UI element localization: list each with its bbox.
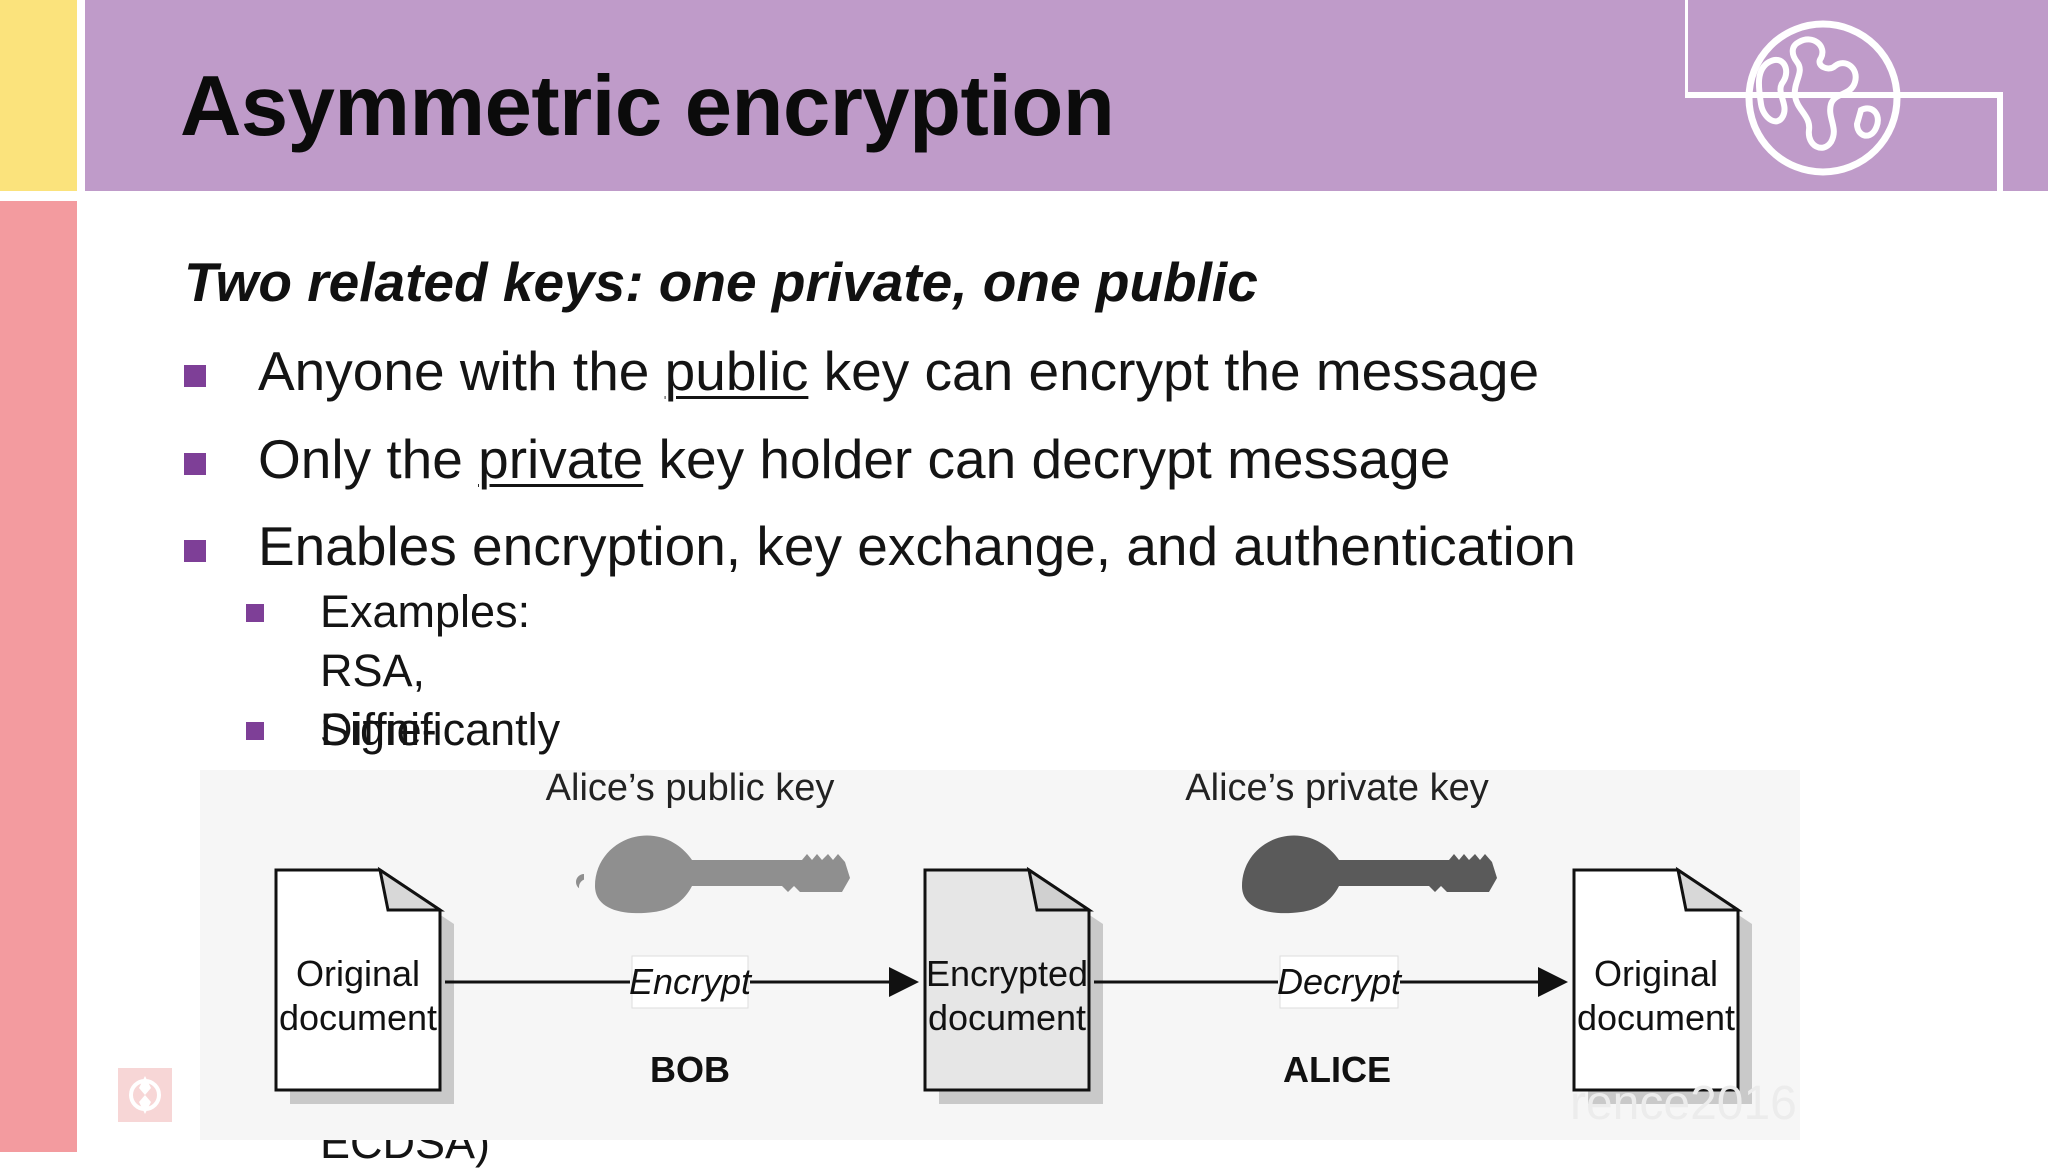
bullet-square-icon <box>184 453 206 475</box>
encryption-diagram: Alice’s public key Alice’s private key O… <box>200 770 1800 1140</box>
bullet-text: Anyone with the public key can encrypt t… <box>258 340 1540 402</box>
bullet-text: Only the private key holder can decrypt … <box>258 428 1451 490</box>
conference-watermark: rence2016 <box>1570 1077 1797 1130</box>
bob-label: BOB <box>650 1049 730 1090</box>
private-key-label: Alice’s private key <box>1185 770 1488 809</box>
document-encrypted: Encrypted document <box>923 866 1103 1104</box>
subheading: Two related keys: one private, one publi… <box>184 251 1258 313</box>
bullet-text: Enables encryption, key exchange, and au… <box>258 515 1576 577</box>
encrypt-label: Encrypt <box>629 961 753 1002</box>
left-accent-yellow <box>0 0 77 191</box>
document-original-right: Original document <box>1572 866 1752 1104</box>
left-accent-pink <box>0 201 77 1152</box>
bullet-square-icon <box>184 365 206 387</box>
svg-text:document: document <box>1577 997 1735 1038</box>
key-icon <box>576 835 850 914</box>
svg-text:Original: Original <box>296 953 420 994</box>
key-icon <box>1226 835 1497 914</box>
public-key-label: Alice’s public key <box>546 770 835 809</box>
svg-text:Encrypted: Encrypted <box>926 953 1088 994</box>
svg-text:document: document <box>279 997 437 1038</box>
bullet-square-icon <box>246 604 264 622</box>
bullet-square-icon <box>246 722 264 740</box>
decrypt-label: Decrypt <box>1277 961 1403 1002</box>
globe-icon <box>1685 0 2003 193</box>
alice-label: ALICE <box>1283 1049 1391 1090</box>
svg-text:document: document <box>928 997 1086 1038</box>
svg-text:Original: Original <box>1594 953 1718 994</box>
document-original-left: Original document <box>274 866 454 1104</box>
slide-title: Asymmetric encryption <box>180 59 1115 154</box>
encrypt-box <box>631 955 749 1009</box>
bullet-square-icon <box>184 540 206 562</box>
decrypt-box <box>1279 955 1399 1009</box>
watermark-logo-icon <box>118 1068 172 1122</box>
